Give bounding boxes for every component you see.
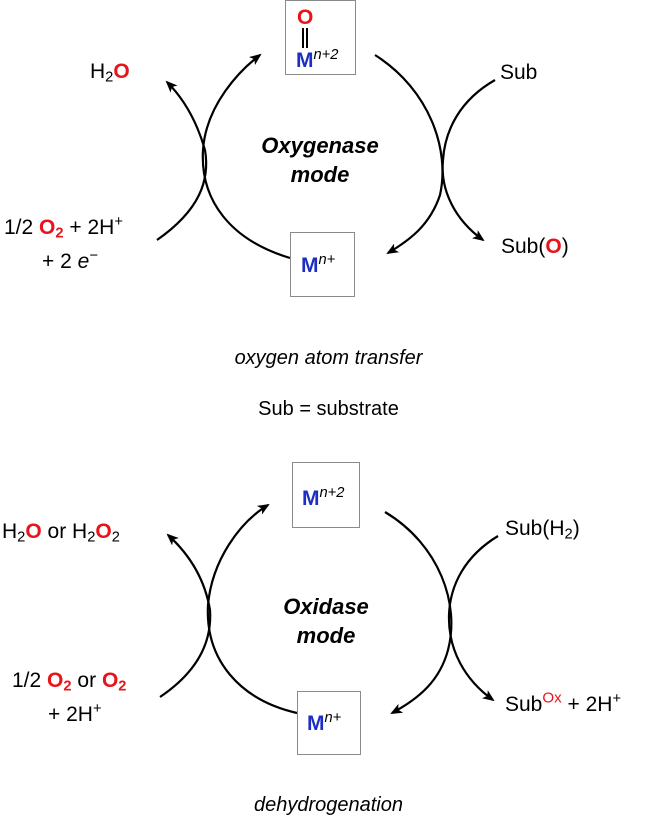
bottom-cycle-top-metal: Mn+2 — [302, 484, 345, 510]
bottom-cycle-left-arc-lower — [159, 609, 212, 698]
top-cycle-electron-reagent: + 2 e− — [42, 247, 98, 273]
top-cycle-bottom-metal: Mn+ — [301, 251, 336, 277]
bottom-cycle-substrate: Sub(H2) — [505, 517, 580, 543]
top-cycle-oxygen-reagent: 1/2 O2 + 2H+ — [4, 213, 123, 242]
top-cycle-left-arc-upper — [165, 80, 207, 151]
bottom-cycle-right-arc-lower — [447, 614, 495, 702]
bottom-cycle-right-arc-upper — [447, 535, 499, 616]
bottom-cycle-water-products: H2O or H2O2 — [2, 520, 120, 546]
top-cycle-mode-label: Oxygenase mode — [261, 133, 379, 187]
top-cycle-left-curve — [201, 53, 291, 260]
top-cycle-top-metal: Mn+2 — [296, 46, 339, 72]
top-cycle-right-arc-lower — [441, 159, 485, 242]
bottom-cycle-left-arc-upper — [166, 533, 212, 611]
top-cycle-top-metal-box: O Mn+2 — [285, 0, 356, 75]
top-cycle-left-arc-lower — [156, 149, 208, 241]
bottom-cycle-left-curve — [206, 503, 298, 715]
bottom-cycle-bottom-metal-box: Mn+ — [297, 691, 361, 755]
bottom-cycle-mode-label: Oxidase mode — [283, 594, 369, 648]
bottom-cycle-top-metal-box: Mn+2 — [292, 462, 360, 528]
bottom-cycle-right-curve — [384, 511, 453, 714]
top-cycle-substrate: Sub — [500, 61, 538, 84]
top-cycle-right-curve — [374, 54, 444, 255]
bottom-cycle-oxidized-product: SubOx + 2H+ — [505, 689, 622, 716]
top-cycle-water: H2O — [90, 60, 130, 86]
top-cycle-right-arc-upper — [441, 79, 496, 161]
bottom-cycle-proton-reagent: + 2H+ — [48, 700, 102, 726]
bottom-cycle-oxygen-reagent: 1/2 O2 or O2 — [12, 669, 127, 695]
caption-oxygen-atom-transfer: oxygen atom transfer — [234, 347, 423, 369]
top-cycle-oxygenated-product: Sub(O) — [501, 235, 569, 258]
top-cycle-oxo: O — [297, 6, 314, 29]
double-bond — [302, 28, 308, 48]
caption-substrate-definition: Sub = substrate — [258, 398, 399, 420]
bottom-cycle-bottom-metal: Mn+ — [307, 709, 342, 735]
caption-dehydrogenation: dehydrogenation — [253, 794, 403, 816]
top-cycle-bottom-metal-box: Mn+ — [290, 232, 355, 297]
